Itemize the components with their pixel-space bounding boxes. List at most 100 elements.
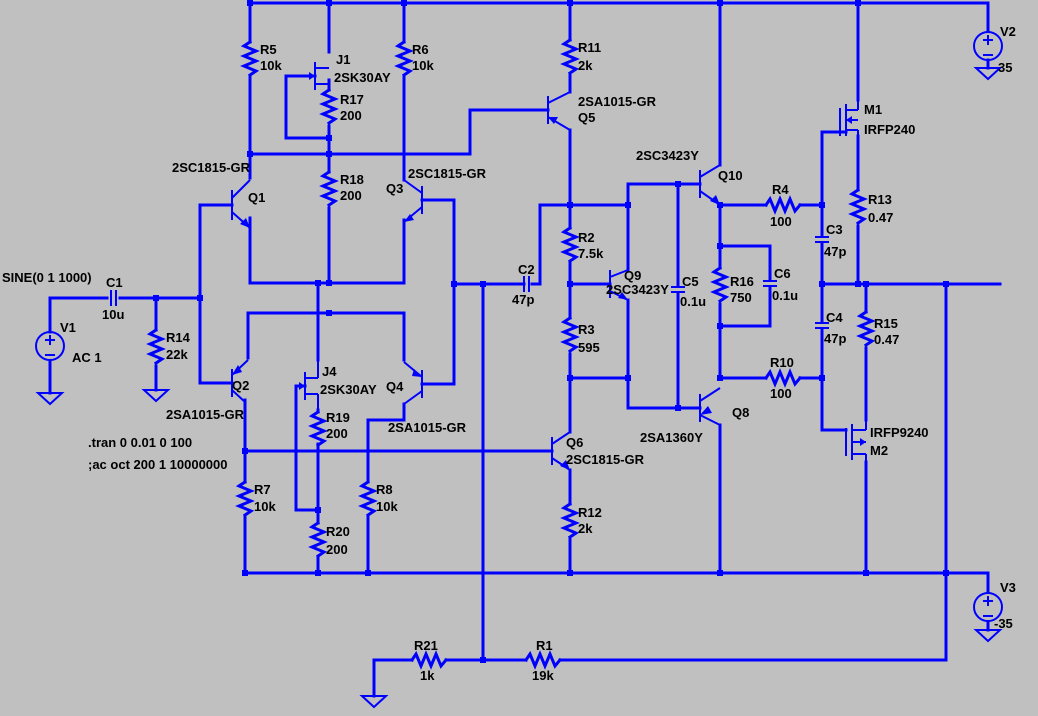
r5-zigzag bbox=[240, 39, 260, 78]
r20-zigzag bbox=[308, 520, 328, 559]
c4-name: C4 bbox=[826, 310, 843, 325]
c5-plates bbox=[671, 286, 685, 293]
c3-name: C3 bbox=[826, 222, 843, 237]
r16-name: R16 bbox=[730, 274, 754, 289]
v3-value: -35 bbox=[994, 616, 1013, 631]
q10-part: 2SC3423Y bbox=[636, 148, 699, 163]
r14-value: 22k bbox=[166, 347, 188, 362]
r12-name: R12 bbox=[578, 505, 602, 520]
c6-plates bbox=[763, 280, 777, 287]
r3-name: R3 bbox=[578, 322, 595, 337]
transistor-arrows bbox=[232, 72, 866, 470]
r5-value: 10k bbox=[260, 58, 282, 73]
v1-name: V1 bbox=[60, 320, 76, 335]
r8-zigzag bbox=[358, 479, 378, 518]
r13-name: R13 bbox=[868, 192, 892, 207]
r20-value: 200 bbox=[326, 542, 348, 557]
c6-name: C6 bbox=[774, 266, 791, 281]
gnd-r21 bbox=[359, 695, 389, 709]
q2-name: Q2 bbox=[232, 378, 249, 393]
v2-name: V2 bbox=[1000, 24, 1016, 39]
r10-value: 100 bbox=[770, 386, 792, 401]
v1-stim: SINE(0 1 1000) bbox=[2, 270, 92, 285]
r21-zigzag bbox=[409, 650, 449, 670]
m1-name: M1 bbox=[864, 102, 882, 117]
v2-value: 35 bbox=[998, 60, 1012, 75]
q1-name: Q1 bbox=[248, 190, 265, 205]
q5-part: 2SA1015-GR bbox=[578, 94, 657, 109]
q4-part: 2SA1015-GR bbox=[388, 420, 467, 435]
r15-name: R15 bbox=[874, 316, 898, 331]
voltage-sources bbox=[35, 31, 1003, 622]
c3-value: 47p bbox=[824, 244, 846, 259]
c1-value: 10u bbox=[102, 307, 124, 322]
c6-value: 0.1u bbox=[772, 288, 798, 303]
r15-zigzag bbox=[856, 309, 876, 348]
q3-name: Q3 bbox=[386, 181, 403, 196]
r13-zigzag bbox=[848, 187, 868, 226]
q9-name: Q9 bbox=[624, 268, 641, 283]
c4-value: 47p bbox=[824, 331, 846, 346]
r7-zigzag bbox=[235, 479, 255, 518]
q6-name: Q6 bbox=[566, 435, 583, 450]
r17-name: R17 bbox=[340, 92, 364, 107]
q8-symbol bbox=[699, 387, 721, 426]
r11-zigzag bbox=[560, 37, 580, 76]
c5-name: C5 bbox=[682, 274, 699, 289]
j1-name: J1 bbox=[336, 52, 350, 67]
tran-directive: .tran 0 0.01 0 100 bbox=[88, 435, 192, 450]
gnd-v2 bbox=[973, 67, 1003, 81]
c5-value: 0.1u bbox=[680, 294, 706, 309]
r16-zigzag bbox=[710, 265, 730, 304]
q10-name: Q10 bbox=[718, 168, 743, 183]
r1-value: 19k bbox=[532, 668, 554, 683]
q4-name: Q4 bbox=[386, 379, 404, 394]
q1-part: 2SC1815-GR bbox=[172, 160, 251, 175]
r8-name: R8 bbox=[376, 482, 393, 497]
v1-value: AC 1 bbox=[72, 350, 102, 365]
q3-symbol bbox=[403, 179, 423, 223]
v2-circle bbox=[973, 31, 1003, 61]
r13-value: 0.47 bbox=[868, 210, 893, 225]
r16-value: 750 bbox=[730, 290, 752, 305]
r18-value: 200 bbox=[340, 188, 362, 203]
c3-plates bbox=[815, 236, 829, 243]
resistor-symbols bbox=[146, 37, 876, 670]
r5-name: R5 bbox=[260, 42, 277, 57]
q6-part: 2SC1815-GR bbox=[566, 452, 645, 467]
r15-value: 0.47 bbox=[874, 332, 899, 347]
c1-name: C1 bbox=[106, 275, 123, 290]
m2-part: IRFP9240 bbox=[870, 425, 929, 440]
r2-zigzag bbox=[560, 225, 580, 264]
r17-value: 200 bbox=[340, 108, 362, 123]
r8-value: 10k bbox=[376, 499, 398, 514]
m2-name: M2 bbox=[870, 443, 888, 458]
c2-value: 47p bbox=[512, 292, 534, 307]
r7-name: R7 bbox=[254, 482, 271, 497]
r1-zigzag bbox=[523, 650, 563, 670]
r12-zigzag bbox=[560, 501, 580, 540]
j4-name: J4 bbox=[322, 364, 337, 379]
r14-name: R14 bbox=[166, 330, 191, 345]
c4-plates bbox=[815, 322, 829, 329]
r6-value: 10k bbox=[412, 58, 434, 73]
j1-symbol bbox=[314, 62, 329, 90]
c1-plates bbox=[110, 290, 117, 306]
gnd-v1 bbox=[35, 392, 65, 406]
q5-symbol bbox=[547, 91, 571, 131]
r21-name: R21 bbox=[414, 638, 438, 653]
q9-part: 2SC3423Y bbox=[606, 282, 669, 297]
ac-directive: ;ac oct 200 1 10000000 bbox=[88, 457, 228, 472]
r4-zigzag bbox=[763, 195, 803, 215]
r7-value: 10k bbox=[254, 499, 276, 514]
q4-symbol bbox=[403, 361, 423, 405]
r6-name: R6 bbox=[412, 42, 429, 57]
r2-name: R2 bbox=[578, 230, 595, 245]
r12-value: 2k bbox=[578, 521, 593, 536]
r20-name: R20 bbox=[326, 524, 350, 539]
c2-name: C2 bbox=[518, 262, 535, 277]
r10-name: R10 bbox=[770, 355, 794, 370]
ground-symbols bbox=[35, 67, 1003, 709]
r10-zigzag bbox=[763, 368, 803, 388]
